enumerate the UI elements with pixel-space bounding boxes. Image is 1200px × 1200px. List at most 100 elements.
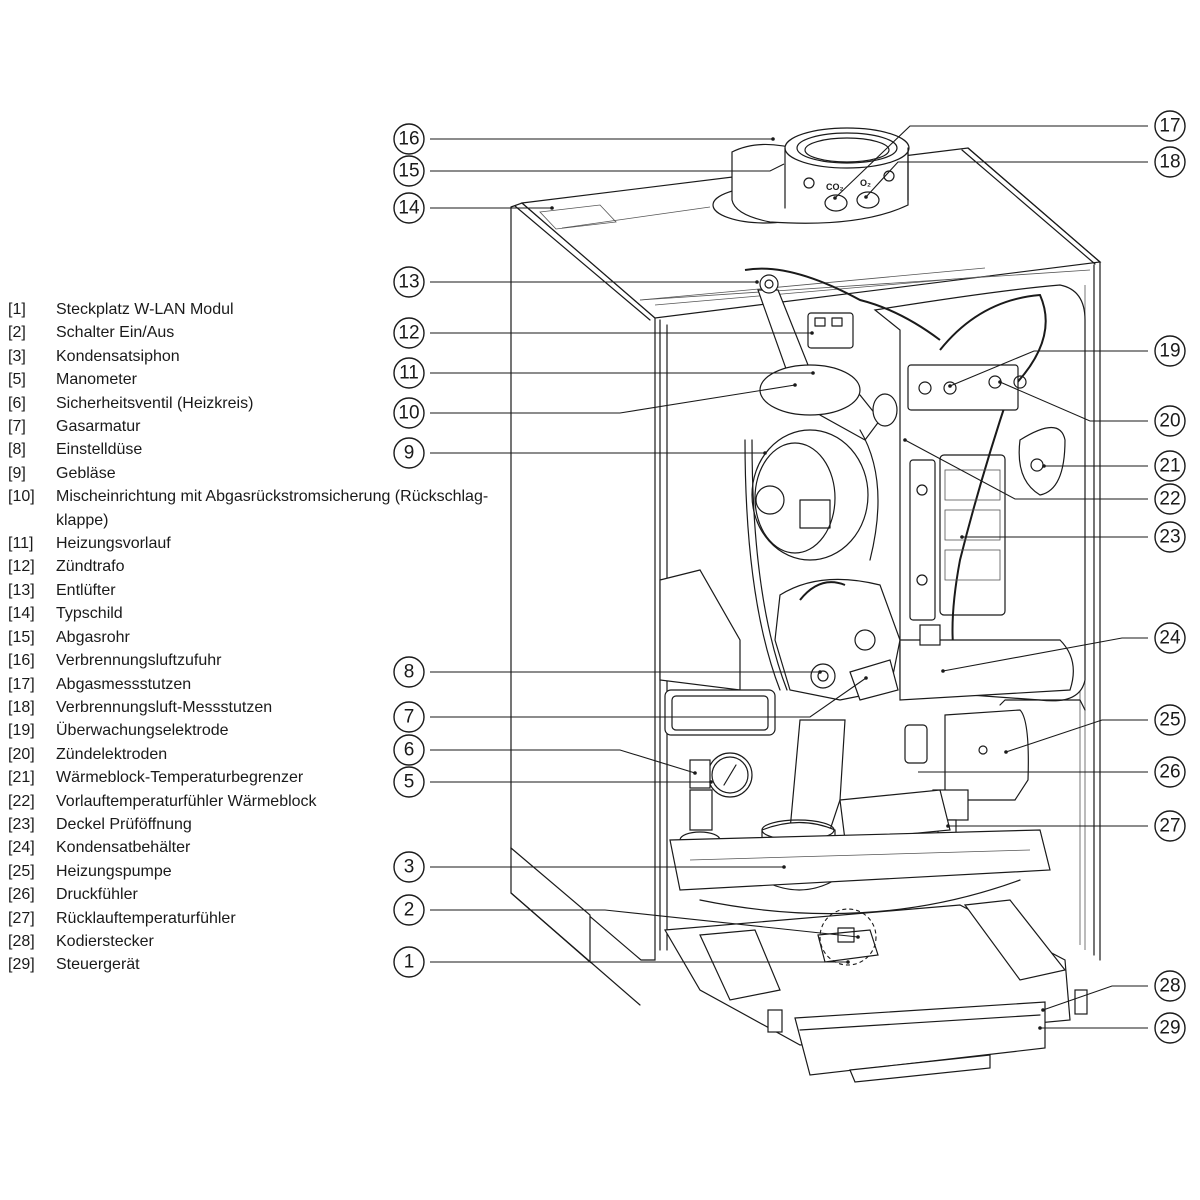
legend-item-label: Druckfühler	[56, 886, 138, 904]
callout-19[interactable]: 19	[1154, 335, 1186, 367]
callouts-left: 16 15 14 13 12 11 10 9 8 7 6 5 3 2 1	[393, 123, 425, 978]
callout-5[interactable]: 5	[393, 766, 425, 798]
callout-8[interactable]: 8	[393, 656, 425, 688]
svg-text:22: 22	[1159, 489, 1180, 510]
callout-27[interactable]: 27	[1154, 810, 1186, 842]
legend-item: [24]Kondensatbehälter	[8, 836, 508, 859]
legend-item: [14]Typschild	[8, 602, 508, 625]
legend-item-number: [10]	[8, 488, 35, 506]
legend-item: [12]Zündtrafo	[8, 555, 508, 578]
callout-1[interactable]: 1	[393, 946, 425, 978]
leader-24	[942, 637, 1148, 672]
callout-21[interactable]: 21	[1154, 450, 1186, 482]
fan-assembly	[751, 364, 879, 561]
callout-16[interactable]: 16	[393, 123, 425, 155]
callout-6[interactable]: 6	[393, 734, 425, 766]
leader-25	[1005, 719, 1148, 753]
legend-item-label: Kondensatsiphon	[56, 347, 180, 365]
svg-text:2: 2	[404, 900, 415, 921]
legend-item-number: [26]	[8, 886, 35, 904]
leader-22	[904, 439, 1148, 500]
legend-item-number: [23]	[8, 815, 35, 833]
front-panel	[510, 202, 656, 1006]
o2-port-label: O₂	[860, 178, 871, 188]
legend-item-label: Gasarmatur	[56, 418, 141, 436]
callout-18[interactable]: 18	[1154, 146, 1186, 178]
leader-15	[430, 163, 785, 172]
svg-text:25: 25	[1159, 710, 1180, 731]
callout-28[interactable]: 28	[1154, 970, 1186, 1002]
legend-item-label: Manometer	[56, 371, 137, 389]
gas-valve	[744, 439, 901, 701]
legend-item: [7]Gasarmatur	[8, 415, 508, 438]
top-cover	[520, 147, 1102, 319]
svg-text:28: 28	[1159, 976, 1180, 997]
svg-text:12: 12	[398, 323, 419, 344]
legend-item: [6]Sicherheitsventil (Heizkreis)	[8, 392, 508, 415]
callout-26[interactable]: 26	[1154, 756, 1186, 788]
legend-item-label: Steuergerät	[56, 956, 140, 974]
leader-2	[430, 909, 859, 938]
legend-item-label: Zündtrafo	[56, 558, 125, 576]
callout-10[interactable]: 10	[393, 397, 425, 429]
callout-14[interactable]: 14	[393, 192, 425, 224]
callout-12[interactable]: 12	[393, 317, 425, 349]
callout-24[interactable]: 24	[1154, 622, 1186, 654]
legend-item-label: Überwachungselektrode	[56, 722, 229, 740]
legend-item-number: [22]	[8, 792, 35, 810]
legend-item: [9]Gebläse	[8, 462, 508, 485]
leader-7	[430, 677, 867, 718]
svg-text:24: 24	[1159, 628, 1181, 649]
ignition-transformer	[807, 312, 854, 349]
legend-item-number: [16]	[8, 652, 35, 670]
leader-20	[999, 381, 1148, 422]
callout-13[interactable]: 13	[393, 266, 425, 298]
callout-2[interactable]: 2	[393, 894, 425, 926]
boiler-artwork: CO₂ O₂	[510, 127, 1102, 1083]
leader-6	[430, 749, 696, 774]
callout-9[interactable]: 9	[393, 437, 425, 469]
legend-item-label: Abgasmessstutzen	[56, 675, 192, 693]
svg-text:8: 8	[404, 662, 415, 683]
legend-item: [26] Druckfühler	[8, 883, 508, 906]
legend-item: [21]Wärmeblock-Temperaturbegrenzer	[8, 766, 508, 789]
legend-item-label: Schalter Ein/Aus	[56, 324, 175, 342]
legend-item: [22]Vorlauftemperaturfühler Wärmeblock	[8, 790, 508, 813]
svg-text:7: 7	[404, 707, 415, 728]
legend-item-label: Wärmeblock-Temperaturbegrenzer	[56, 769, 304, 787]
legend-item-label: Steckplatz W-LAN Modul	[56, 301, 234, 318]
legend-item: [18]Verbrennungsluft-Messstutzen	[8, 696, 508, 719]
callout-20[interactable]: 20	[1154, 405, 1186, 437]
callout-23[interactable]: 23	[1154, 521, 1186, 553]
callout-3[interactable]: 3	[393, 851, 425, 883]
svg-text:3: 3	[404, 857, 415, 878]
component-legend: [1]Steckplatz W-LAN Modul[2]Schalter Ein…	[8, 298, 508, 977]
flue-connector: CO₂ O₂	[712, 127, 910, 224]
legend-item-number: [15]	[8, 628, 35, 646]
legend-item: [23] Deckel Prüföffnung	[8, 813, 508, 836]
leader-19	[949, 350, 1148, 387]
callout-29[interactable]: 29	[1154, 1012, 1186, 1044]
svg-text:14: 14	[398, 198, 420, 219]
callout-15[interactable]: 15	[393, 155, 425, 187]
callout-11[interactable]: 11	[393, 357, 425, 389]
heat-exchanger	[873, 284, 1086, 702]
legend-item-label: Deckel Prüföffnung	[56, 815, 192, 833]
leader-10	[430, 384, 796, 414]
legend-item-number: [13]	[8, 581, 35, 599]
svg-text:17: 17	[1159, 116, 1180, 137]
legend-item-number: [20]	[8, 745, 35, 763]
legend-item-number: [11]	[8, 535, 34, 553]
legend-item: [28]Kodierstecker	[8, 930, 508, 953]
legend-item-number: [27]	[8, 909, 35, 927]
legend-item-number: [1]	[8, 301, 26, 318]
svg-text:19: 19	[1159, 341, 1180, 362]
callout-25[interactable]: 25	[1154, 704, 1186, 736]
callout-17[interactable]: 17	[1154, 110, 1186, 142]
legend-item-label: Sicherheitsventil (Heizkreis)	[56, 394, 254, 412]
callout-7[interactable]: 7	[393, 701, 425, 733]
callout-22[interactable]: 22	[1154, 483, 1186, 515]
legend-item-number: [5]	[8, 371, 26, 389]
leader-17	[834, 125, 1148, 199]
svg-text:6: 6	[404, 740, 415, 761]
